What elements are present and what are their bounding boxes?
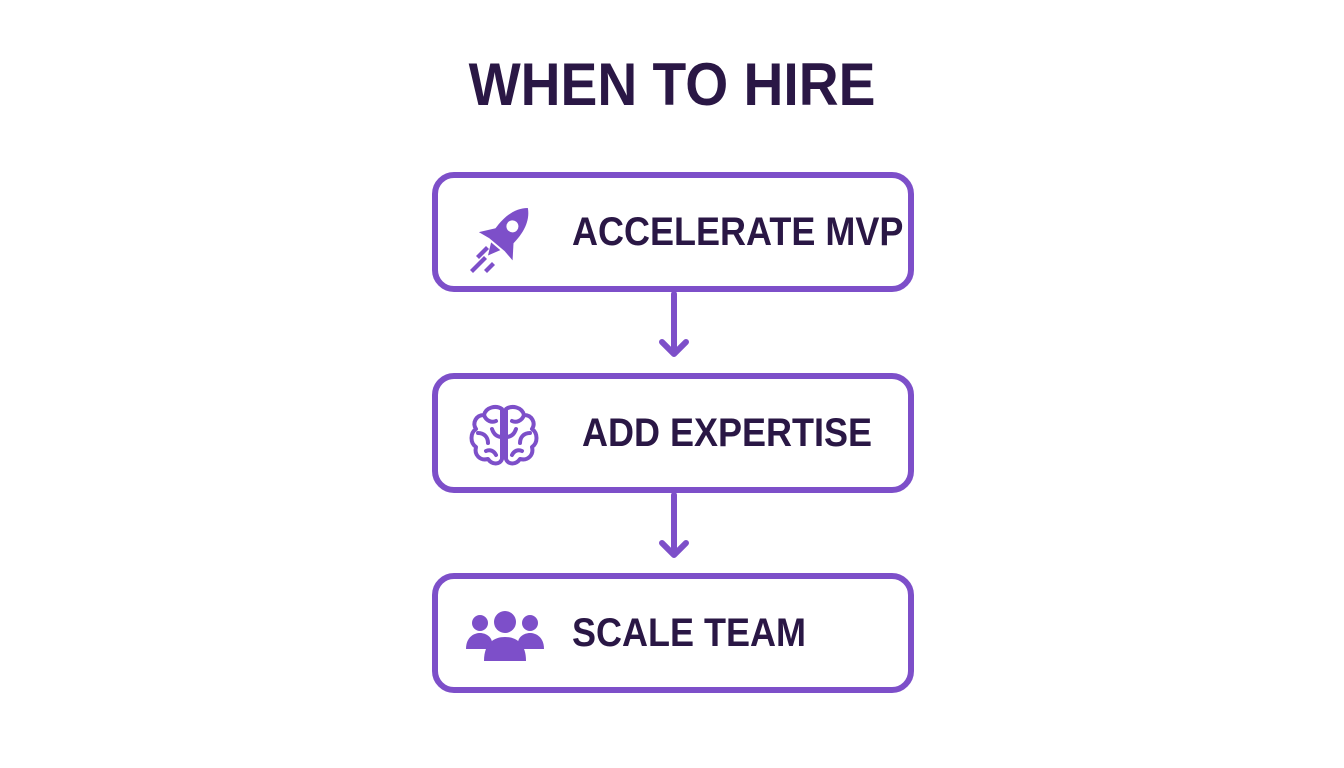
step-label: ACCELERATE MVP bbox=[572, 210, 904, 254]
step-label: SCALE TEAM bbox=[572, 611, 806, 655]
diagram-title: WHEN TO HIRE bbox=[468, 51, 876, 118]
step-accelerate-mvp: ACCELERATE MVP bbox=[432, 172, 914, 292]
step-add-expertise: ADD EXPERTISE bbox=[432, 373, 914, 493]
team-icon bbox=[466, 611, 544, 661]
step-scale-team: SCALE TEAM bbox=[432, 573, 914, 693]
connector-arrow bbox=[659, 493, 689, 558]
rocket-icon bbox=[470, 207, 529, 273]
brain-icon bbox=[469, 405, 539, 466]
step-label: ADD EXPERTISE bbox=[582, 411, 873, 455]
connector-arrow bbox=[659, 292, 689, 357]
